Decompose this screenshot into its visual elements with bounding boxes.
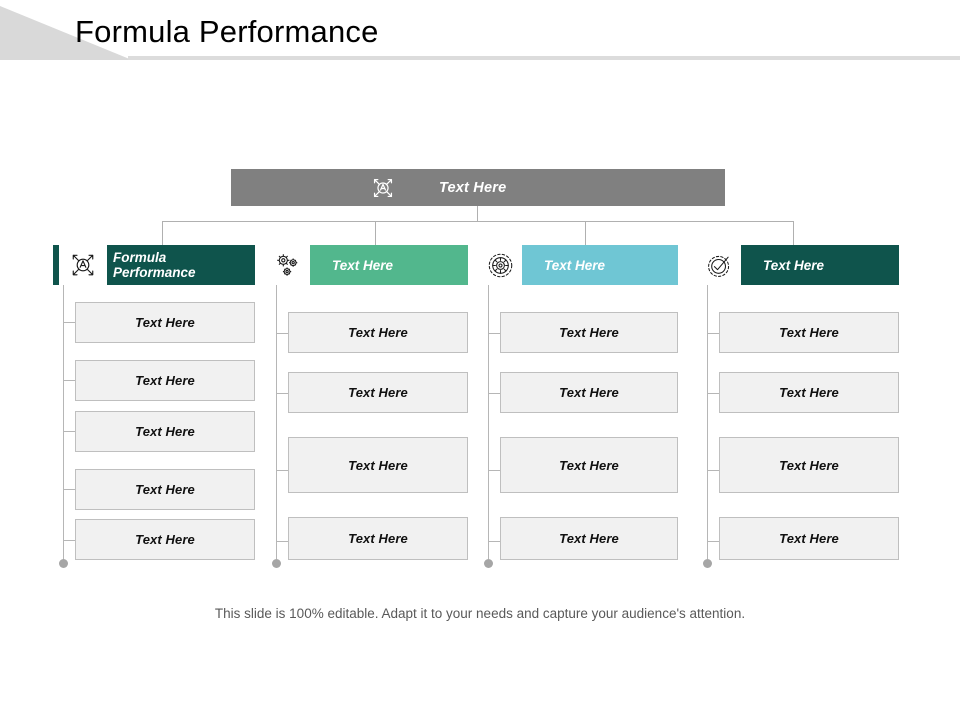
column-3-branch-4 — [488, 541, 510, 542]
connector-drop-3 — [585, 221, 586, 247]
column-4-spine — [707, 285, 708, 559]
connector-root-horizontal — [162, 221, 793, 222]
column-4-end-dot — [703, 559, 712, 568]
column-3-header-bar — [522, 245, 678, 285]
connector-root-vertical — [477, 206, 478, 222]
column-1-header[interactable]: Formula Performance — [53, 245, 255, 285]
column-4-branch-3 — [707, 470, 729, 471]
column-3-header[interactable]: Text Here — [478, 245, 678, 285]
column-4-header-bar — [741, 245, 899, 285]
column-1-header-label: Formula Performance — [113, 250, 196, 280]
gears-icon — [266, 245, 310, 285]
column-1-branch-5 — [63, 540, 85, 541]
connector-drop-4 — [793, 221, 794, 247]
column-2: Text Here Text Here Text Here Text Here … — [266, 245, 468, 568]
list-item[interactable]: Text Here — [719, 517, 899, 560]
column-1-end-dot — [59, 559, 68, 568]
column-4: Text Here Text Here Text Here Text Here … — [697, 245, 899, 568]
list-item[interactable]: Text Here — [500, 517, 678, 560]
column-2-branch-2 — [276, 393, 298, 394]
column-4-header[interactable]: Text Here — [697, 245, 899, 285]
list-item[interactable]: Text Here — [288, 517, 468, 560]
list-item[interactable]: Text Here — [719, 437, 899, 493]
list-item[interactable]: Text Here — [288, 437, 468, 493]
root-node[interactable]: Text Here — [231, 169, 725, 206]
column-2-header[interactable]: Text Here — [266, 245, 468, 285]
column-2-branch-4 — [276, 541, 298, 542]
column-2-branch-3 — [276, 470, 298, 471]
list-item[interactable]: Text Here — [75, 469, 255, 510]
column-2-branch-1 — [276, 333, 298, 334]
column-3-header-label: Text Here — [544, 257, 606, 273]
column-1-branch-2 — [63, 380, 85, 381]
column-4-branch-1 — [707, 333, 729, 334]
connector-drop-2 — [375, 221, 376, 247]
root-node-label: Text Here — [439, 179, 507, 196]
column-3-end-dot — [484, 559, 493, 568]
list-item[interactable]: Text Here — [500, 437, 678, 493]
column-2-spine — [276, 285, 277, 559]
connector-drop-1 — [162, 221, 163, 247]
gear-target-icon — [478, 245, 522, 285]
column-1-branch-4 — [63, 489, 85, 490]
column-3-branch-3 — [488, 470, 510, 471]
header-top-line — [0, 0, 960, 6]
column-3-branch-1 — [488, 333, 510, 334]
column-1-branch-1 — [63, 322, 85, 323]
column-2-header-label: Text Here — [332, 257, 394, 273]
list-item[interactable]: Text Here — [500, 312, 678, 353]
slide-header: Formula Performance — [0, 0, 960, 72]
column-1-spine — [63, 285, 64, 423]
gear-check-icon — [697, 245, 741, 285]
column-2-header-bar — [310, 245, 468, 285]
editable-note: This slide is 100% editable. Adapt it to… — [214, 606, 746, 621]
crossed-arrows-target-icon — [59, 245, 107, 285]
list-item[interactable]: Text Here — [75, 519, 255, 560]
list-item[interactable]: Text Here — [719, 372, 899, 413]
header-rule-secondary — [0, 60, 960, 62]
column-4-branch-4 — [707, 541, 729, 542]
column-4-branch-2 — [707, 393, 729, 394]
column-1-branch-3 — [63, 431, 85, 432]
column-2-end-dot — [272, 559, 281, 568]
column-4-header-label: Text Here — [763, 257, 825, 273]
header-rule — [128, 56, 960, 61]
org-tree-diagram: Text Here — [0, 150, 960, 590]
column-3-spine — [488, 285, 489, 559]
column-1: Formula Performance Text Here Text Here … — [53, 245, 255, 568]
crossed-arrows-target-icon — [368, 173, 398, 202]
list-item[interactable]: Text Here — [719, 312, 899, 353]
list-item[interactable]: Text Here — [75, 360, 255, 401]
column-3: Text Here Text Here Text Here Text Here … — [478, 245, 678, 568]
list-item[interactable]: Text Here — [288, 312, 468, 353]
page-title: Formula Performance — [75, 14, 379, 49]
list-item[interactable]: Text Here — [500, 372, 678, 413]
list-item[interactable]: Text Here — [288, 372, 468, 413]
column-3-branch-2 — [488, 393, 510, 394]
column-1-spine-lower — [63, 423, 64, 563]
list-item[interactable]: Text Here — [75, 411, 255, 452]
list-item[interactable]: Text Here — [75, 302, 255, 343]
